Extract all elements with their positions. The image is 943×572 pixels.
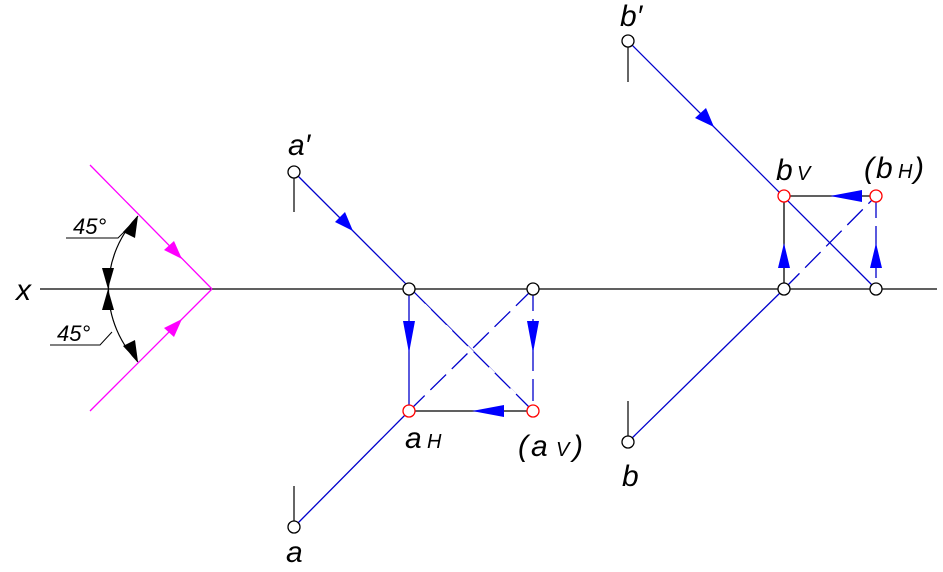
label-b: b	[622, 460, 639, 493]
label-b-h-close: )	[911, 152, 924, 185]
label-a-v-sub: V	[556, 439, 571, 461]
angle-leader-lower	[50, 331, 113, 346]
label-b-h: b	[876, 152, 893, 185]
label-a-v-close: )	[570, 430, 583, 463]
mirror-arrow-lower	[164, 319, 182, 337]
mirror-arrow-upper	[164, 241, 182, 259]
angle-label-lower: 45°	[57, 321, 90, 346]
label-a-v-open: (	[518, 430, 531, 463]
trace-point-a-h	[402, 404, 416, 418]
point-a-prime	[287, 165, 301, 179]
mirror-line-upper	[89, 164, 213, 290]
label-a-prime: a′	[288, 129, 312, 162]
label-a: a	[286, 536, 303, 569]
b-projection-line	[627, 40, 877, 290]
a-dashed-overlay	[408, 288, 534, 412]
mirror-line-lower	[89, 288, 213, 412]
point-a-axis-left	[402, 282, 416, 296]
label-b-v: b	[776, 154, 793, 187]
a-prime-arrow	[335, 212, 353, 231]
a-trace-arrow	[472, 405, 504, 417]
point-b-prime	[621, 34, 635, 48]
a-right-down-arrow	[527, 321, 539, 353]
point-a-axis-right	[526, 282, 540, 296]
b-trace-arrow	[830, 190, 862, 202]
a-horizontal-projection-line	[293, 410, 410, 528]
trace-point-a-v	[526, 404, 540, 418]
label-b-prime: b′	[620, 0, 644, 33]
trace-point-b-h	[869, 189, 883, 203]
label-a-h-sub: H	[427, 431, 442, 453]
b-prime-arrow	[695, 108, 714, 127]
b-dashed-diagonal	[783, 195, 877, 290]
label-a-v: a	[531, 430, 548, 463]
angle-arrow-lower	[123, 340, 138, 362]
angle-arrow-mid-up	[102, 268, 114, 289]
angle-arrow-upper	[123, 216, 138, 238]
trace-point-b-v	[777, 189, 791, 203]
label-a-h: a	[405, 422, 422, 455]
label-b-h-open: (	[864, 152, 877, 185]
angle-label-upper: 45°	[73, 214, 106, 239]
point-b-axis-right	[869, 282, 883, 296]
angle-leader-upper	[66, 228, 128, 239]
x-axis-label: x	[14, 274, 32, 307]
point-b-axis-left	[777, 282, 791, 296]
point-b	[621, 435, 635, 449]
point-a	[287, 520, 301, 534]
label-b-v-sub: V	[797, 163, 812, 185]
b-left-up-arrow	[778, 243, 790, 268]
angle-arrow-mid-down	[102, 289, 114, 310]
label-b-h-sub: H	[898, 161, 913, 183]
b-horizontal-projection-line	[627, 288, 785, 443]
b-right-up-arrow	[870, 243, 882, 268]
a-left-down-arrow	[403, 321, 415, 353]
